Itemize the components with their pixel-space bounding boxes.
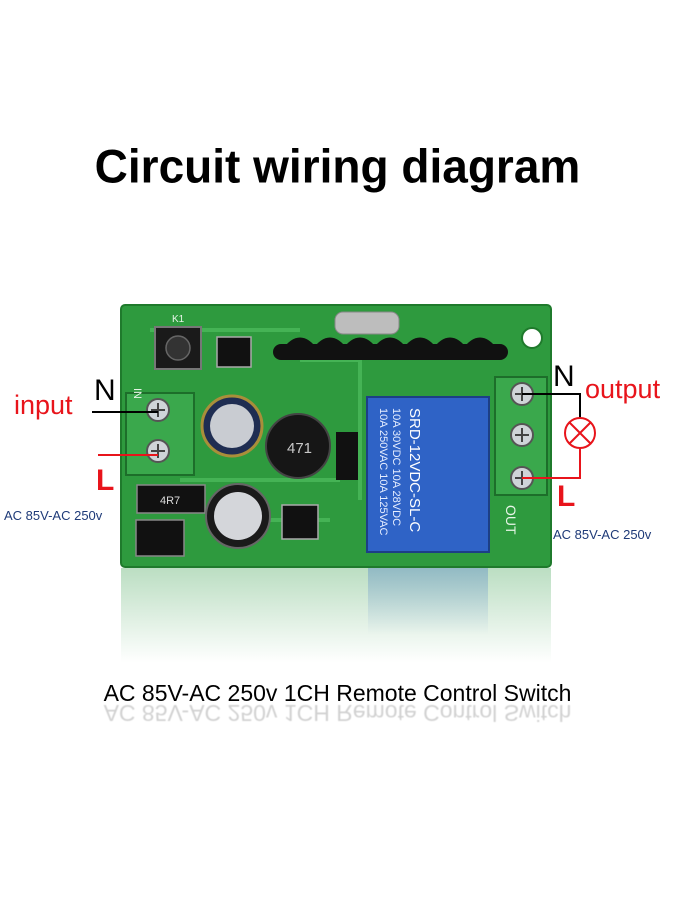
live-label-right: L	[557, 480, 576, 513]
product-caption: AC 85V-AC 250v 1CH Remote Control Switch	[103, 680, 572, 706]
input-label: input	[14, 390, 73, 420]
relay-reflection	[368, 568, 488, 638]
ic-chip	[281, 504, 319, 540]
push-button	[154, 326, 202, 370]
relay	[366, 396, 490, 553]
crystal-oscillator	[334, 311, 400, 335]
voltage-label-right: AC 85V-AC 250v	[553, 527, 652, 542]
relay-text-line3: SRD-12VDC-SL-C	[406, 408, 423, 532]
regulator-chip	[135, 519, 185, 557]
inductor-label: 471	[287, 440, 312, 457]
pcb-trace	[150, 328, 362, 522]
board-out-label: OUT	[503, 505, 519, 535]
board-k1-label: K1	[172, 314, 185, 325]
diagram-title: Circuit wiring diagram	[94, 139, 581, 193]
diode	[336, 432, 358, 480]
lamp-icon	[564, 417, 596, 449]
relay-text-line1: 10A 250VAC 10A 125VAC	[377, 408, 389, 535]
ic-chip	[216, 336, 252, 368]
board-in-label: IN	[131, 388, 143, 399]
product-caption-reflection: AC 85V-AC 250v 1CH Remote Control Switch	[103, 700, 572, 726]
relay-text-line2: 10A 30VDC 10A 28VDC	[390, 408, 402, 526]
live-label-left: L	[96, 464, 115, 497]
bridge-rectifier	[136, 484, 206, 514]
neutral-label-left: N	[94, 374, 116, 407]
output-label: output	[585, 374, 661, 404]
inductor	[265, 413, 331, 479]
neutral-label-right: N	[553, 360, 575, 393]
wire-n-right	[522, 393, 581, 418]
board-chip-label: 4R7	[160, 495, 180, 507]
board-reflection	[0, 568, 675, 673]
mounting-hole	[521, 327, 543, 349]
wire-l-right	[522, 448, 581, 479]
voltage-label-left: AC 85V-AC 250v	[4, 508, 103, 523]
antenna-spring	[273, 337, 508, 360]
